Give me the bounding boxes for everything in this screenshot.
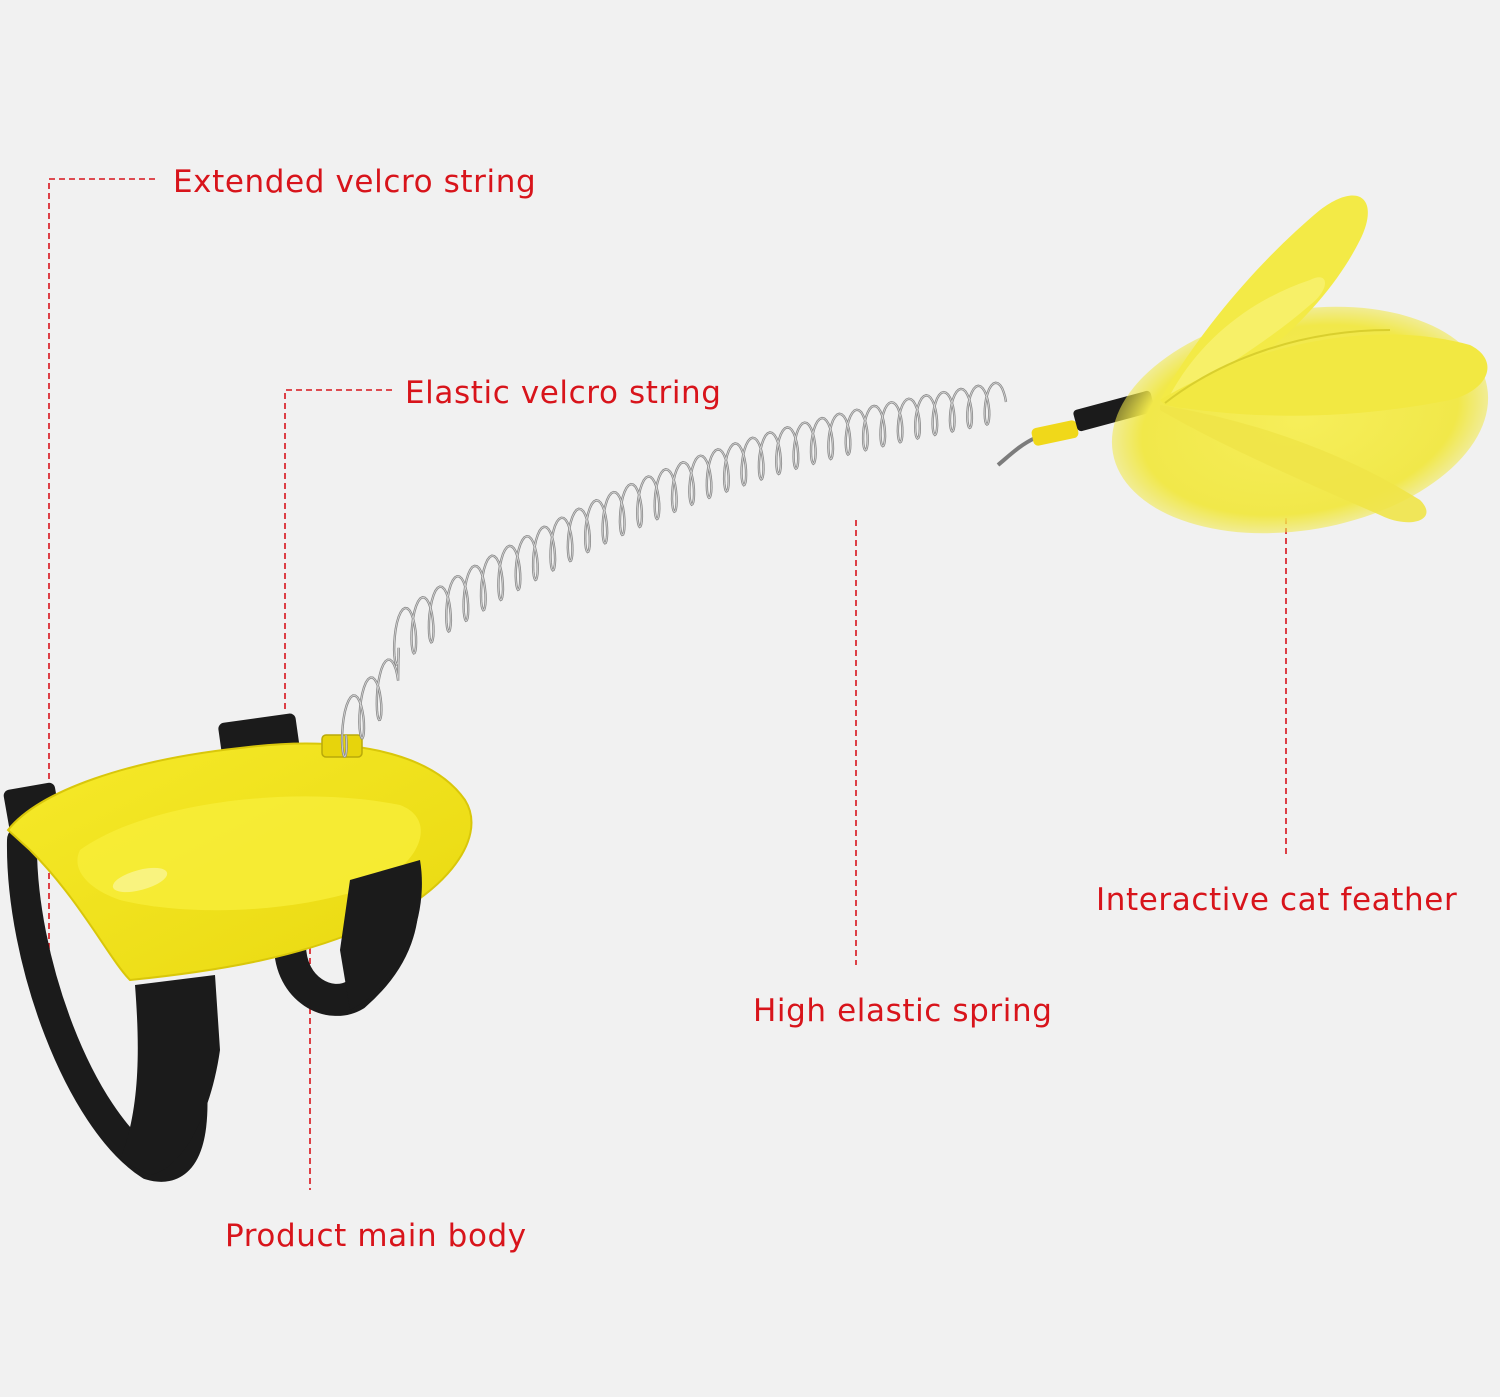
spring-coil [340,381,1008,758]
label-elastic-velcro-string: Elastic velcro string [405,375,722,411]
spring-coil-highlight [341,382,1007,757]
high-elastic-spring [340,381,1008,758]
leader-line-elastic [284,389,392,712]
label-high-elastic-spring: High elastic spring [753,993,1053,1029]
spring-hook [996,436,1036,467]
strap-right-band [340,860,422,1010]
leader-line-extended [48,178,155,960]
interactive-cat-feather [1111,195,1489,534]
feather-connector-yellow [1031,420,1079,446]
label-extended-velcro-string: Extended velcro string [173,164,537,200]
strap-bottom-band [120,975,220,1175]
label-product-main-body: Product main body [225,1218,527,1254]
label-interactive-cat-feather: Interactive cat feather [1096,882,1458,918]
leader-lines [48,178,1287,1190]
